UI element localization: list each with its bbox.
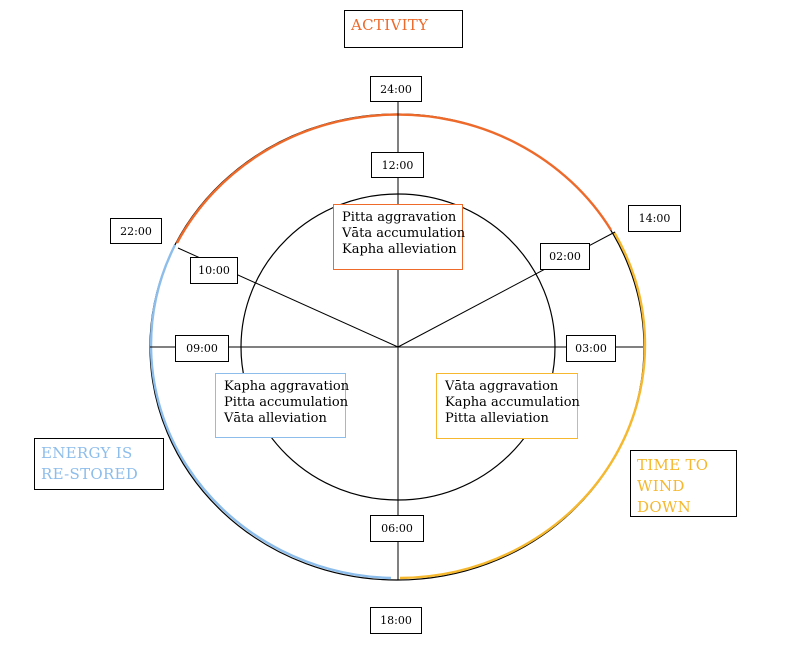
dosha-left-line1: Kapha aggravation — [224, 379, 350, 394]
activity-label-text: ACTIVITY — [351, 16, 429, 34]
dosha-top-line3: Kapha alleviation — [342, 242, 457, 257]
time-label-2200: 22:00 — [110, 218, 162, 244]
wind-down-arc — [399, 231, 647, 580]
time-label-1800: 18:00 — [370, 607, 422, 634]
dosha-box-left: Kapha aggravation Pitta accumulation Vāt… — [215, 373, 350, 438]
wind-label-line1: TIME TO — [637, 456, 709, 474]
dosha-left-line2: Pitta accumulation — [224, 395, 349, 410]
time-label-0900: 09:00 — [175, 335, 229, 362]
dosha-left-line3: Vāta alleviation — [224, 411, 327, 426]
time-label-0600: 06:00 — [370, 515, 424, 542]
time-label-1000: 10:00 — [190, 257, 238, 284]
time-label-2400: 24:00 — [370, 76, 422, 102]
dosha-box-right: Vāta aggravation Kapha accumulation Pitt… — [436, 373, 580, 439]
dosha-top-line1: Pitta aggravation — [342, 210, 457, 225]
dosha-right-line3: Pitta alleviation — [445, 411, 549, 426]
time-label-1200: 12:00 — [371, 152, 424, 178]
wind-down-label: TIME TO WIND DOWN — [630, 450, 737, 517]
dosha-top-line2: Vāta accumulation — [342, 226, 466, 241]
time-label-1400: 14:00 — [628, 205, 681, 232]
activity-label: ACTIVITY — [344, 10, 463, 48]
energy-label-line2: RE-STORED — [41, 465, 139, 483]
energy-restored-label: ENERGY IS RE-STORED — [34, 438, 164, 490]
wind-label-line2: WIND — [637, 477, 685, 495]
dosha-box-top: Pitta aggravation Vāta accumulation Kaph… — [333, 204, 466, 270]
energy-label-line1: ENERGY IS — [41, 444, 133, 462]
wind-label-line3: DOWN — [637, 498, 692, 516]
dosha-right-line2: Kapha accumulation — [445, 395, 580, 410]
activity-arc — [175, 113, 613, 244]
time-label-0300: 03:00 — [566, 335, 616, 362]
dosha-right-line1: Vāta aggravation — [445, 379, 559, 394]
time-label-0200: 02:00 — [540, 243, 590, 270]
energy-arc — [149, 244, 392, 580]
